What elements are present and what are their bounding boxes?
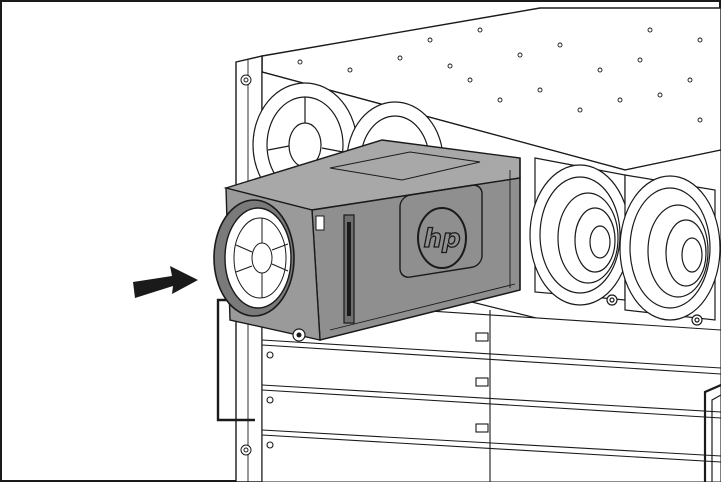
right-slot-handle	[703, 383, 721, 482]
blade-slots	[261, 299, 721, 482]
installed-fan-right	[619, 174, 721, 326]
hp-logo-badge	[399, 184, 483, 278]
fan-module-bottom-rail	[319, 289, 521, 341]
fan-module: hp	[213, 139, 521, 342]
hp-logo-icon: hp	[417, 207, 467, 269]
hp-logo-text: hp	[423, 224, 460, 254]
insert-direction-arrow-icon	[133, 266, 198, 298]
left-rail-handle	[216, 298, 255, 422]
right-slot-handle-inner	[711, 394, 721, 482]
fan-module-bottom-rail-2	[329, 283, 516, 331]
installed-fan-center	[529, 157, 631, 306]
chassis-top-rivets	[297, 27, 703, 123]
fan-module-screw-center	[296, 332, 302, 338]
left-rail-screws	[240, 74, 252, 456]
fan-module-latch-slot	[347, 222, 351, 316]
fan-module-tab	[315, 215, 325, 231]
fan-module-intake	[213, 199, 295, 317]
fan-module-top-inset	[329, 151, 481, 181]
